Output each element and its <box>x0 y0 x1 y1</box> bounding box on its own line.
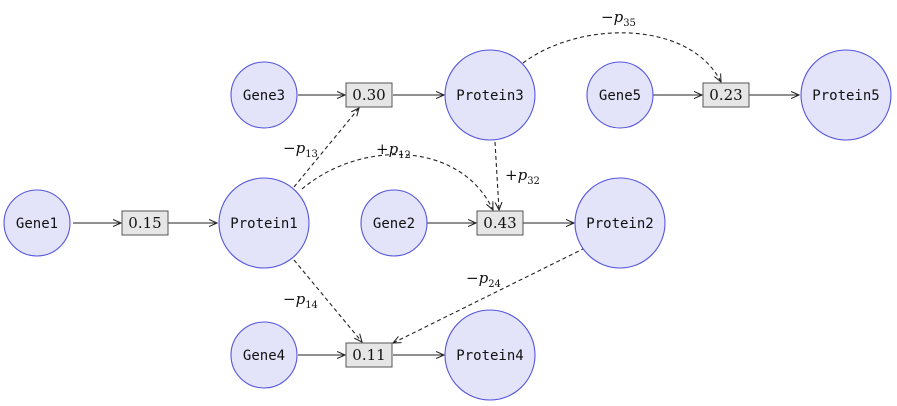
rate-box-1: 0.15 <box>121 210 169 236</box>
node-protein1-label: Protein1 <box>230 216 297 232</box>
node-protein5: Protein5 <box>800 49 892 141</box>
edge-label-p13: −p13 <box>283 139 318 160</box>
node-gene2: Gene2 <box>360 189 428 257</box>
edge-protein1-rate3 <box>293 108 359 188</box>
node-gene5: Gene5 <box>586 61 654 129</box>
node-gene4: Gene4 <box>230 321 298 389</box>
rate-box-4-value: 0.11 <box>352 346 385 364</box>
rate-box-5-value: 0.23 <box>709 86 742 104</box>
edge-label-p35: −p35 <box>601 8 636 29</box>
node-protein2: Protein2 <box>574 177 666 269</box>
edge-protein3-rate2 <box>494 141 499 210</box>
edge-protein1-rate4 <box>293 259 362 342</box>
edge-label-p24: −p24 <box>466 269 501 290</box>
node-protein4: Protein4 <box>444 309 536 401</box>
edge-protein2-rate4 <box>393 247 586 343</box>
node-protein1: Protein1 <box>218 177 310 269</box>
edge-label-p12: +p12 <box>376 140 411 161</box>
edge-label-p32: +p32 <box>505 166 540 187</box>
node-gene3: Gene3 <box>230 61 298 129</box>
edge-label-p14: −p14 <box>283 290 318 311</box>
rate-box-3-value: 0.30 <box>352 86 385 104</box>
edge-protein3-rate5 <box>522 32 721 82</box>
node-gene1: Gene1 <box>3 189 71 257</box>
node-gene2-label: Gene2 <box>373 216 415 232</box>
rate-box-4: 0.11 <box>345 342 393 368</box>
rate-box-2-value: 0.43 <box>483 214 516 232</box>
node-protein5-label: Protein5 <box>812 88 879 104</box>
node-gene5-label: Gene5 <box>599 88 641 104</box>
node-protein3: Protein3 <box>444 49 536 141</box>
rate-box-3: 0.30 <box>345 82 393 108</box>
rate-box-1-value: 0.15 <box>128 214 161 232</box>
rate-box-2: 0.43 <box>476 210 524 236</box>
node-protein4-label: Protein4 <box>456 348 523 364</box>
node-gene1-label: Gene1 <box>16 216 58 232</box>
rate-box-5: 0.23 <box>702 82 750 108</box>
node-protein3-label: Protein3 <box>456 88 523 104</box>
node-gene4-label: Gene4 <box>243 348 285 364</box>
node-gene3-label: Gene3 <box>243 88 285 104</box>
node-protein2-label: Protein2 <box>586 216 653 232</box>
edge-protein1-rate2 <box>301 154 493 210</box>
